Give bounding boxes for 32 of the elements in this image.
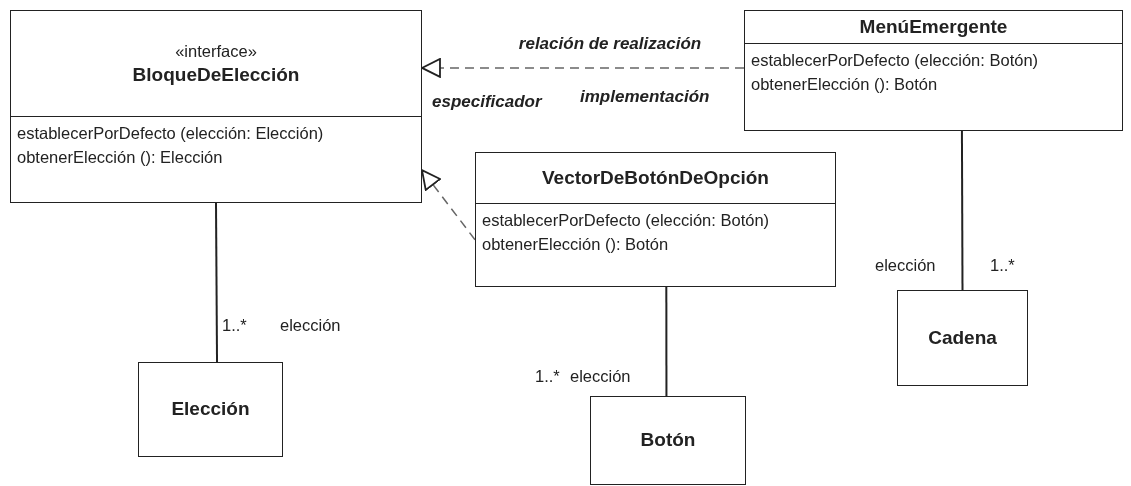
class-name: BloqueDeElección bbox=[132, 63, 300, 86]
association-end-label: 1..* bbox=[990, 255, 1015, 275]
class-name: MenúEmergente bbox=[859, 16, 1008, 38]
class-name: VectorDeBotónDeOpción bbox=[542, 167, 769, 189]
association-end-label: 1..* bbox=[535, 366, 560, 386]
class-box bbox=[744, 10, 1123, 131]
class-box bbox=[138, 362, 283, 457]
method-signature: establecerPorDefecto (elección: Botón) bbox=[751, 50, 1039, 71]
method-signature: establecerPorDefecto (elección: Elección) bbox=[17, 123, 324, 144]
association-line bbox=[215, 202, 219, 363]
association-line bbox=[665, 286, 668, 397]
realization-arrow bbox=[421, 169, 476, 241]
method-signature: obtenerElección (): Elección bbox=[17, 147, 223, 168]
class-box bbox=[475, 152, 836, 287]
association-end-label: 1..* bbox=[222, 315, 247, 335]
realization-arrow bbox=[421, 58, 745, 78]
class-box bbox=[590, 396, 746, 485]
class-box bbox=[897, 290, 1028, 386]
stereotype-label: «interface» bbox=[175, 41, 257, 61]
class-name: Cadena bbox=[928, 326, 997, 349]
class-box bbox=[10, 10, 422, 203]
association-line bbox=[960, 130, 964, 291]
association-end-label: elección bbox=[875, 255, 936, 275]
association-end-label: elección bbox=[570, 366, 631, 386]
association-end-label: elección bbox=[280, 315, 341, 335]
method-signature: obtenerElección (): Botón bbox=[751, 74, 938, 95]
role-label: especificador bbox=[432, 92, 542, 112]
role-label: implementación bbox=[580, 87, 710, 107]
method-signature: obtenerElección (): Botón bbox=[482, 234, 669, 255]
class-name: Elección bbox=[171, 398, 250, 420]
method-signature: establecerPorDefecto (elección: Botón) bbox=[482, 210, 770, 231]
class-name: Botón bbox=[640, 429, 696, 451]
